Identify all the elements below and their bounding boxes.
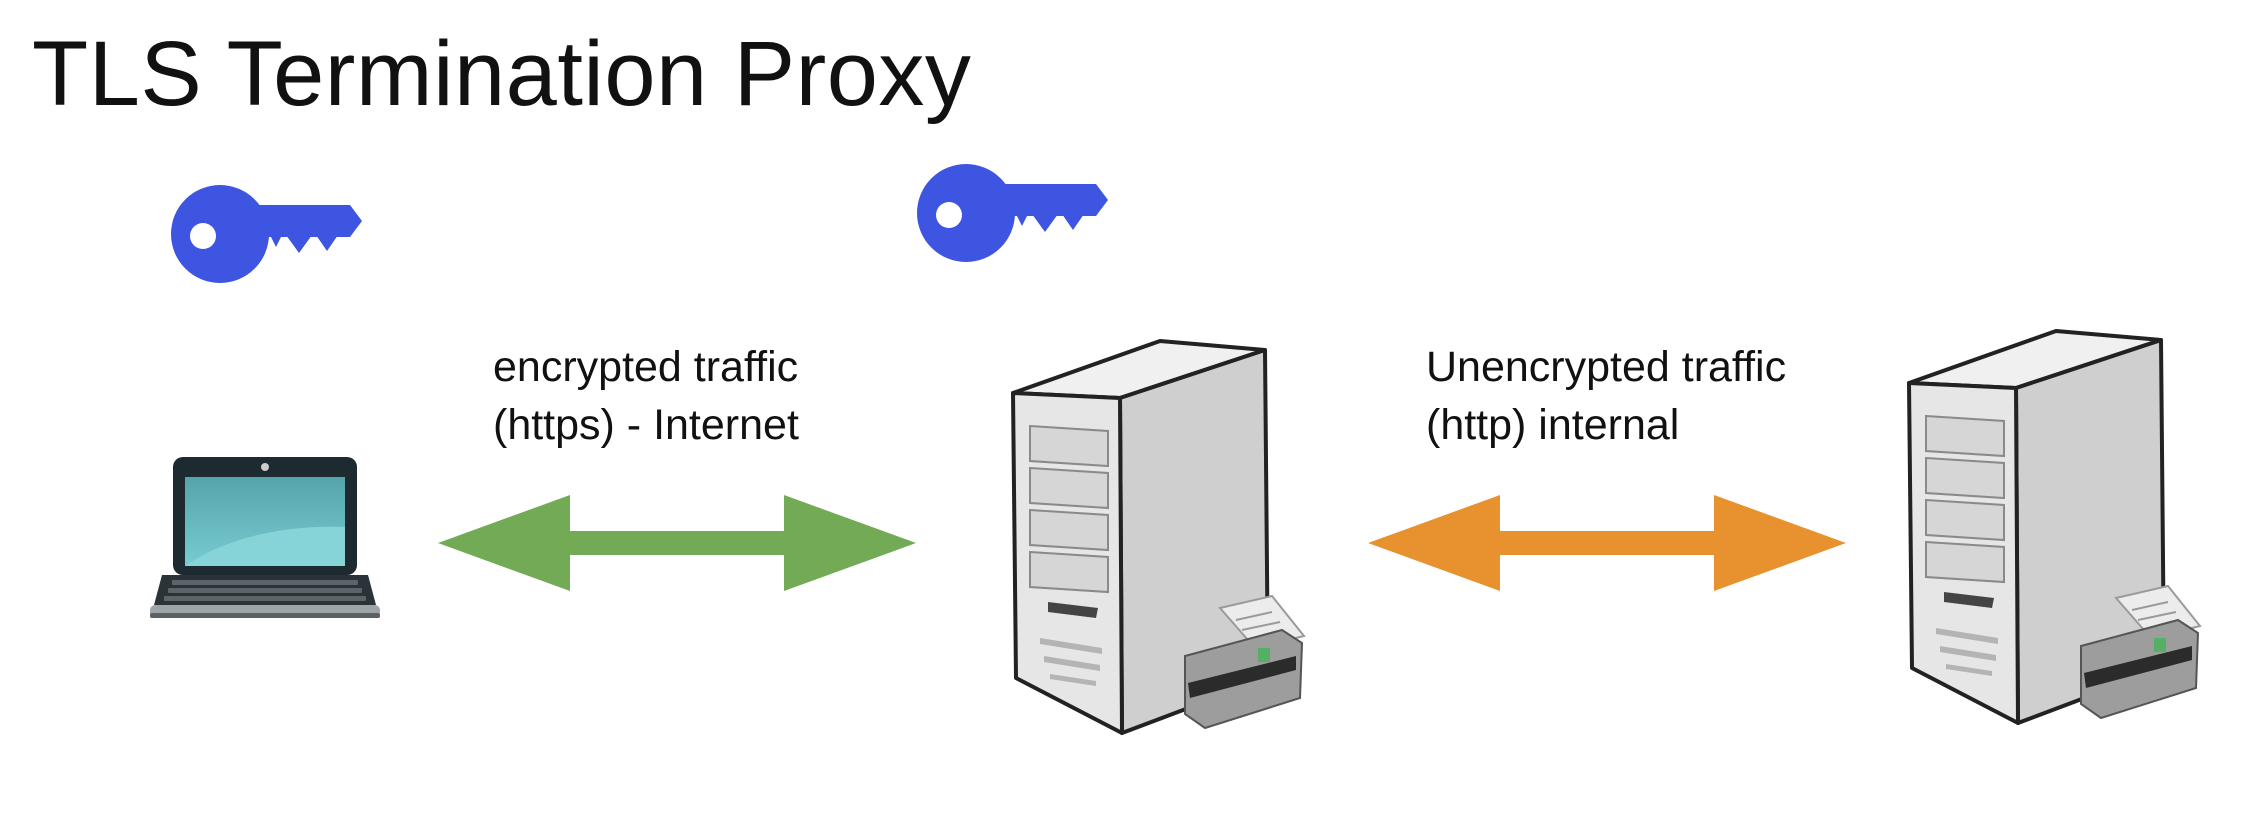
proxy-server-icon <box>1011 339 1306 735</box>
encrypted-traffic-arrow <box>438 495 916 591</box>
encrypted-traffic-label: encrypted traffic (https) - Internet <box>493 338 799 454</box>
backend-server-icon <box>1907 329 2202 725</box>
unencrypted-traffic-arrow <box>1368 495 1846 591</box>
client-key-icon <box>171 185 362 283</box>
unencrypted-traffic-label-line2: (http) internal <box>1426 401 1680 449</box>
encrypted-traffic-label-line2: (https) - Internet <box>493 401 799 449</box>
page-title: TLS Termination Proxy <box>32 23 972 125</box>
laptop-icon <box>150 457 380 618</box>
proxy-key-icon <box>917 164 1108 262</box>
unencrypted-traffic-label-line1: Unencrypted traffic <box>1426 343 1787 391</box>
encrypted-traffic-label-line1: encrypted traffic <box>493 343 799 391</box>
unencrypted-traffic-label: Unencrypted traffic (http) internal <box>1426 338 1786 454</box>
